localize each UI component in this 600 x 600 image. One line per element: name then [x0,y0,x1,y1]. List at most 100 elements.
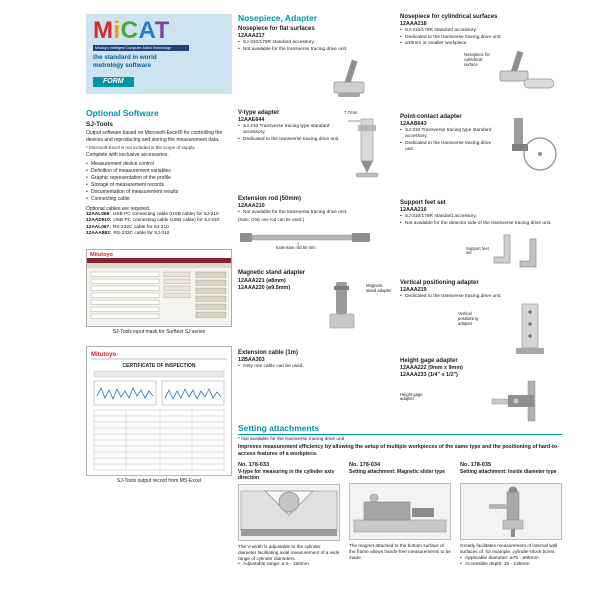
complete-note: Complete with exclusive accessories. [86,152,169,159]
product-title: Point-contact adapter [400,114,462,120]
product-title: Nosepiece for flat surfaces [238,26,315,33]
output-record-image: Mitutoyo CERTIFICATE OF INSPECTION [86,345,232,476]
setting-item-178-035: No. 178-035 Setting attachment: Inside d… [460,462,562,568]
magnetic-stand-adapter-photo [329,282,355,329]
side-buttons [195,271,227,318]
item-number: No. 178-034 [349,462,381,469]
item-bullet: Adjustable range: ø 5 - 150mm [238,562,340,568]
feature-item: Measurement device control [86,161,232,168]
v-type-adapter-photo [348,118,379,178]
micat-wordmark: MiCAT [93,19,225,43]
product-code: 12AAA218 [400,20,427,27]
product-code: 12AAA216 [400,206,427,213]
sj-tools-input-screenshot: Mitutoyo [86,248,232,335]
tagline-line2: metrology software [93,62,152,70]
optional-software-heading: Optional Software [86,108,159,119]
product-title: V-type adapter [238,110,280,117]
product-bullet: Not available for the detector side of t… [400,221,562,227]
setting-attachments-heading: Setting attachments [238,423,320,433]
nosepiece-column-2: Nosepiece for cylindrical surfaces 12AAA… [400,14,562,427]
cable-item: 12AAD510:USB PC connecting cable (USB ca… [86,218,220,224]
product-code: 12AAA222 (9mm x 9mm) [400,365,463,372]
image-label: Extension rod 50 mm [276,245,316,251]
setting-intro: Improves measurement efficiency by allow… [238,444,559,458]
product-bullet: SJ-210 Transverse tracing type standard … [238,124,340,136]
vertical-positioning-adapter-photo [516,303,544,355]
results-table [93,409,225,470]
item-caption: The magnet attached to the bottom surfac… [349,543,451,561]
product-title: Extension cable (1m) [238,350,299,357]
product-bullet: SJ-310/178R standard accessory. [400,28,562,34]
product-code: 12AAA220 (ø9.5mm) [238,284,291,291]
form-badge: FORM [93,77,134,88]
tagline-line1: the standard in world [93,54,157,62]
magnetic-slider-photo [349,483,451,541]
logo-subtitle-bar: Mitutoyo Intelligent Computer Aided Tech… [93,45,189,52]
product-code: 12AAA221 (ø8mm) [238,278,286,285]
item-name: Setting attachment: Inside diameter type [460,469,557,476]
product-magnetic-stand-adapter: Magnetic stand adapter 12AAA221 (ø8mm) 1… [238,270,392,350]
logo-tagline: the standard in world metrology software [93,54,225,70]
item-caption: The V-width is adjustable to the cylinde… [238,543,340,561]
extension-rod-photo [240,233,370,247]
product-bullet: ø30mm or smaller workpiece [400,41,562,47]
product-support-feet-set: Support feet set 12AAA216 SJ-310/178R st… [400,200,562,280]
sj-tools-output-screenshot: Mitutoyo CERTIFICATE OF INSPECTION [86,345,232,484]
output-record-caption: SJ-Tools output record from MS-Excel [116,477,202,484]
product-title: Magnetic stand adapter [238,270,306,277]
product-bullet: SJ-310/178R standard accessory. [238,40,390,46]
product-bullet: Not available for the transverse tracing… [238,47,390,53]
setting-item-178-033: No. 178-033 V-type for measuring in the … [238,462,340,568]
item-name: V-type for measuring in the cylinder axi… [238,469,335,482]
item-bullet: Applicable diameter: ø75 - ø95mm [460,556,562,562]
left-column: MiCAT Mitutoyo Intelligent Computer Aide… [86,14,232,484]
product-vertical-positioning-adapter: Vertical positioning adapter 12AAA219 De… [400,280,562,358]
micat-logo: MiCAT Mitutoyo Intelligent Computer Aide… [86,14,232,95]
product-extension-cable: Extension cable (1m) 12BAA303 Only one c… [238,350,390,386]
input-mask-image: Mitutoyo [86,248,232,327]
product-bullet: Dedicated to the transverse tracing driv… [400,141,496,153]
nosepiece-column-1: Nosepiece, Adapter Nosepiece for flat su… [238,13,392,386]
inside-diameter-photo [460,483,562,541]
setting-item-178-034: No. 178-034 Setting attachment: Magnetic… [349,462,451,568]
feature-item: Graphic representation of the profile [86,175,232,182]
item-caption: Greatly facilitates measurement of inter… [460,543,558,555]
product-code: 12AAE644 [238,117,265,124]
sj-tools-description: Output software based on Microsoft-Excel… [86,130,223,143]
product-nosepiece-cylindrical: Nosepiece for cylindrical surfaces 12AAA… [400,14,562,114]
cable-item: 12AAL068:USB PC connecting cable (USB ca… [86,211,219,217]
product-title: Nosepiece for cylindrical surfaces [400,14,498,20]
item-bullet: Accessible depth: 30 - 135mm [460,562,562,568]
input-mask-caption: SJ-Tools input mask for Surftest SJ seri… [112,328,206,335]
product-code: 12AAA233 (1/4" x 1/2") [400,371,458,378]
product-bullet: Dedicated to the transverse tracing driv… [400,294,562,300]
point-contact-adapter-photo [512,118,557,171]
cable-item: 12AAA882:RS-232C cable for SJ-310 [86,231,170,237]
image-label: Height gage adapter [400,391,423,402]
product-code: 12AAA217 [238,33,265,40]
v-type-attachment-photo [238,483,340,541]
setting-attachments-section: Setting attachments * Not available for … [238,423,562,568]
cable-list: 12AAL068:USB PC connecting cable (USB ca… [86,212,232,238]
product-bullet: Dedicated to the transverse tracing driv… [238,137,340,143]
feature-item: Connecting cable [86,196,232,203]
logo-letter: i [113,17,121,44]
form-fields [90,271,191,319]
nosepiece-adapter-heading: Nosepiece, Adapter [238,13,318,23]
cable-item: 12AAL067:RS-232C cable for SJ-210 [86,224,169,230]
feature-item: Definition of measurement variables [86,168,232,175]
item-number: No. 178-035 [460,462,492,469]
excel-note: * Microsoft-Excel is not included in the… [86,145,196,151]
image-label: Magnetic stand adapter [366,283,392,294]
product-v-type-adapter: V-type adapter 12AAE644 SJ-210 Transvers… [238,110,390,196]
item-number: No. 178-033 [238,462,270,469]
certificate-title-text: CERTIFICATE OF INSPECTION [123,363,196,369]
mitutoyo-brand-text: Mitutoyo [91,352,116,358]
product-bullet: SJ-310 Transverse tracing type standard … [400,128,496,140]
product-code: 12BAA303 [238,357,265,364]
logo-letter: C [120,17,139,44]
product-title: Extension rod (50mm) [238,196,302,203]
logo-letter: T [154,17,170,44]
logo-letter: M [93,17,114,44]
profile-charts [93,380,225,405]
